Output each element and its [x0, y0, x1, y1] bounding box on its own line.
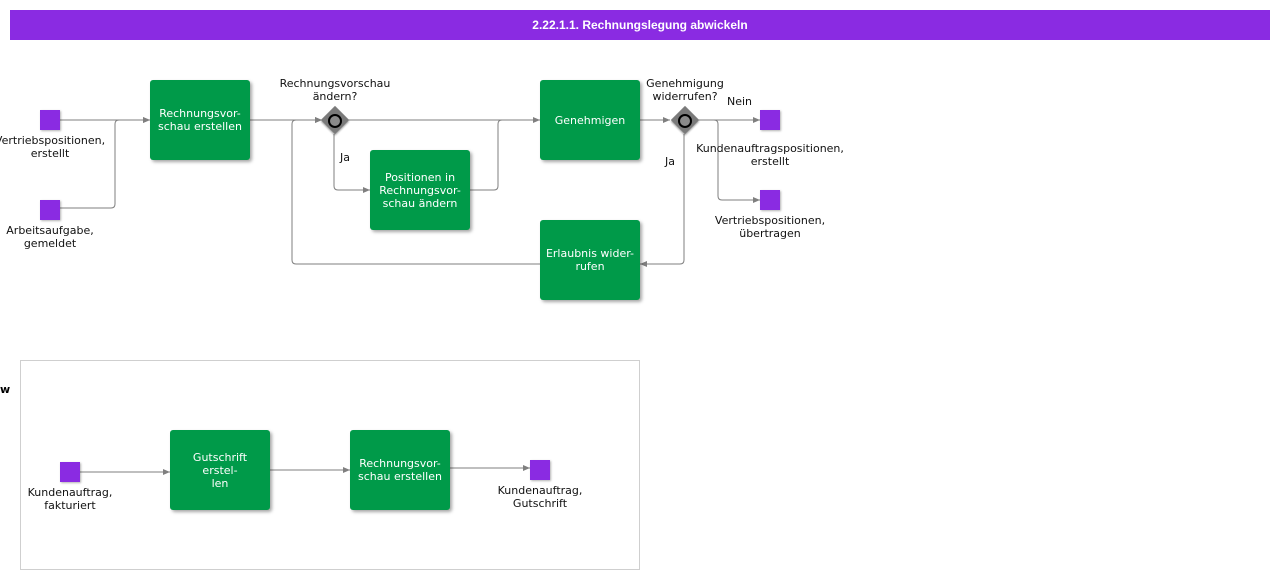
edge-label-ja-1: Ja — [340, 151, 350, 164]
end-event-vertriebspositionen-uebertragen[interactable] — [760, 190, 780, 210]
flow-arbeitsaufgabe-to-rvs — [60, 117, 150, 209]
task-positionen-aendern[interactable]: Positionen in Rechnungsvor- schau ändern — [370, 150, 470, 230]
label-rechnungsvorschau-aendern: Rechnungsvorschau ändern? — [279, 77, 391, 103]
label-kundenauftragspositionen-erstellt: Kundenauftragspositionen, erstellt — [696, 142, 844, 168]
label-arbeitsaufgabe-gemeldet: Arbeitsaufgabe, gemeldet — [6, 224, 94, 250]
flow-gateway2-ja — [640, 134, 685, 267]
edge-label-nein: Nein — [727, 95, 753, 108]
start-event-arbeitsaufgabe[interactable] — [40, 200, 60, 220]
flow-positionen-back — [470, 119, 503, 191]
flow-gateway1-ja — [333, 134, 370, 193]
frame-side-label: w — [0, 383, 11, 396]
task-erlaubnis-widerrufen[interactable]: Erlaubnis wider- rufen — [540, 220, 640, 300]
label-kundenauftrag-gutschrift: Kundenauftrag, Gutschrift — [497, 484, 583, 510]
flow-gateway2-to-uebertragen — [713, 119, 760, 203]
task-rechnungsvorschau-erstellen-2[interactable]: Rechnungsvor- schau erstellen — [350, 430, 450, 510]
subprocess-frame — [20, 360, 640, 570]
gateway-ring-icon — [328, 114, 342, 128]
task-rechnungsvorschau-erstellen[interactable]: Rechnungsvor- schau erstellen — [150, 80, 250, 160]
task-gutschrift-erstellen[interactable]: Gutschrift erstel- len — [170, 430, 270, 510]
start-event-kundenauftrag-fakturiert[interactable] — [60, 462, 80, 482]
task-genehmigen[interactable]: Genehmigen — [540, 80, 640, 160]
flow-erlaubnis-loop — [291, 117, 540, 265]
diagram-title: 2.22.1.1. Rechnungslegung abwickeln — [10, 10, 1270, 40]
label-kundenauftrag-fakturiert: Kundenauftrag, fakturiert — [27, 486, 113, 512]
start-event-vertriebspositionen[interactable] — [40, 110, 60, 130]
label-genehmigung-widerrufen: Genehmigung widerrufen? — [646, 77, 724, 103]
edge-label-ja-2: Ja — [665, 155, 675, 168]
end-event-kundenauftrag-gutschrift[interactable] — [530, 460, 550, 480]
label-vertriebspositionen-uebertragen: Vertriebspositionen, übertragen — [714, 214, 826, 240]
label-vertriebspositionen-erstellt: Vertriebspositionen, erstellt — [0, 134, 106, 160]
gateway-ring-icon — [678, 114, 692, 128]
end-event-kundenauftragspositionen[interactable] — [760, 110, 780, 130]
